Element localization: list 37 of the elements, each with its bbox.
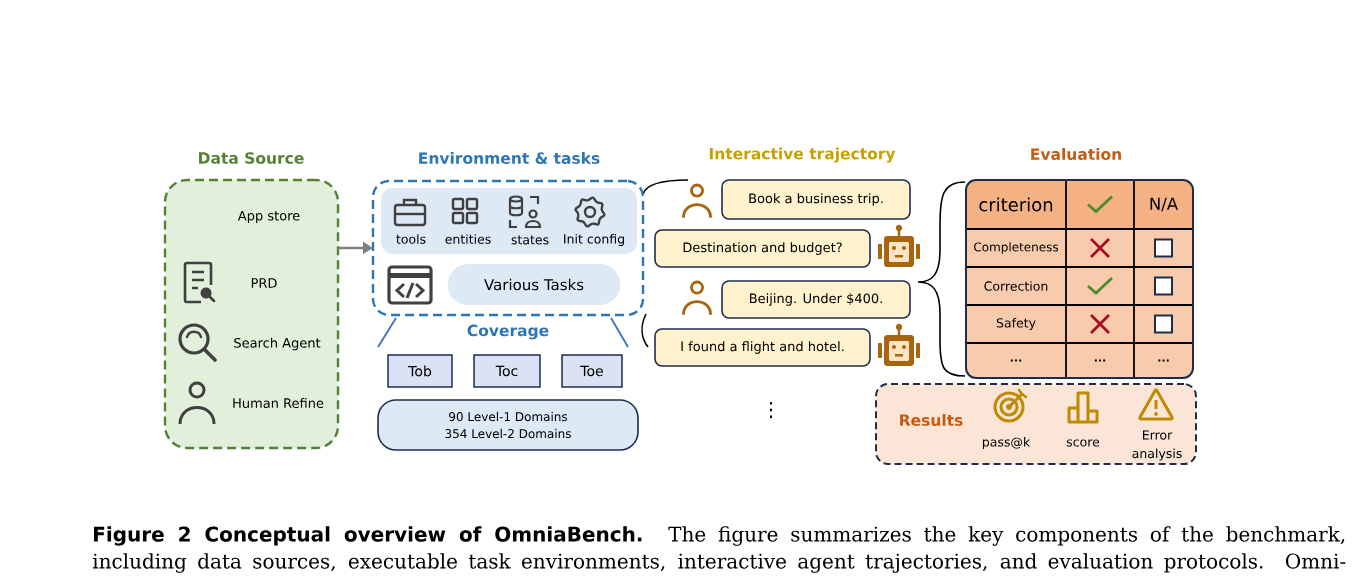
- section-heading: Data Source: [199, 152, 304, 164]
- speech-bubble: Book a business trip.: [721, 179, 911, 220]
- rounded-pill: Various Tasks: [448, 264, 620, 305]
- results-heading: Results: [900, 414, 963, 426]
- speech-bubble: Destination and budget?: [654, 229, 871, 268]
- table-cell: Safety: [996, 317, 1036, 331]
- table-cell: ...: [1094, 359, 1106, 362]
- domain-count: 90 Level-1 Domains: [449, 411, 568, 422]
- metric-label: Error analysis: [1132, 430, 1182, 461]
- coverage-tag: Toe: [561, 354, 623, 388]
- section-heading: Interactive trajectory: [709, 147, 896, 163]
- icon-caption: Init config: [564, 233, 624, 247]
- icon-caption: tools: [396, 234, 426, 244]
- vertical-ellipsis: ⋮: [769, 401, 773, 419]
- source-label: App store: [237, 210, 300, 224]
- table-cell: ...: [1158, 359, 1169, 362]
- table-cell: criterion: [979, 197, 1053, 212]
- table-cell: ...: [1010, 359, 1022, 362]
- caption: Figure 2 Conceptual overview of OmniaBench. The figure summarizes the key components of the benchmark, including data sources, executable task environments, interactive agent trajectories, and evaluation protocols. Omni-: [92, 526, 1346, 573]
- table-cell: Completeness: [974, 242, 1059, 254]
- section-heading: Evaluation: [1031, 148, 1121, 160]
- coverage-tag: Tob: [387, 354, 453, 388]
- source-label: Search Agent: [234, 337, 321, 351]
- table-cell: Correction: [984, 281, 1048, 291]
- metric-label: score: [1066, 439, 1100, 447]
- speech-bubble: I found a flight and hotel.: [654, 328, 871, 367]
- icon-caption: states: [511, 235, 549, 245]
- source-label: PRD: [251, 278, 277, 288]
- section-heading: Environment & tasks: [419, 152, 600, 164]
- coverage-tag: Toc: [473, 354, 541, 388]
- metric-label: pass@k: [982, 436, 1031, 450]
- domain-count: 354 Level-2 Domains: [445, 428, 571, 439]
- speech-bubble: Beijing. Under $400.: [721, 280, 911, 319]
- table-cell: N/A: [1150, 197, 1178, 212]
- source-label: Human Refine: [233, 397, 324, 409]
- section-heading: Coverage: [467, 324, 549, 340]
- icon-caption: entities: [445, 234, 491, 244]
